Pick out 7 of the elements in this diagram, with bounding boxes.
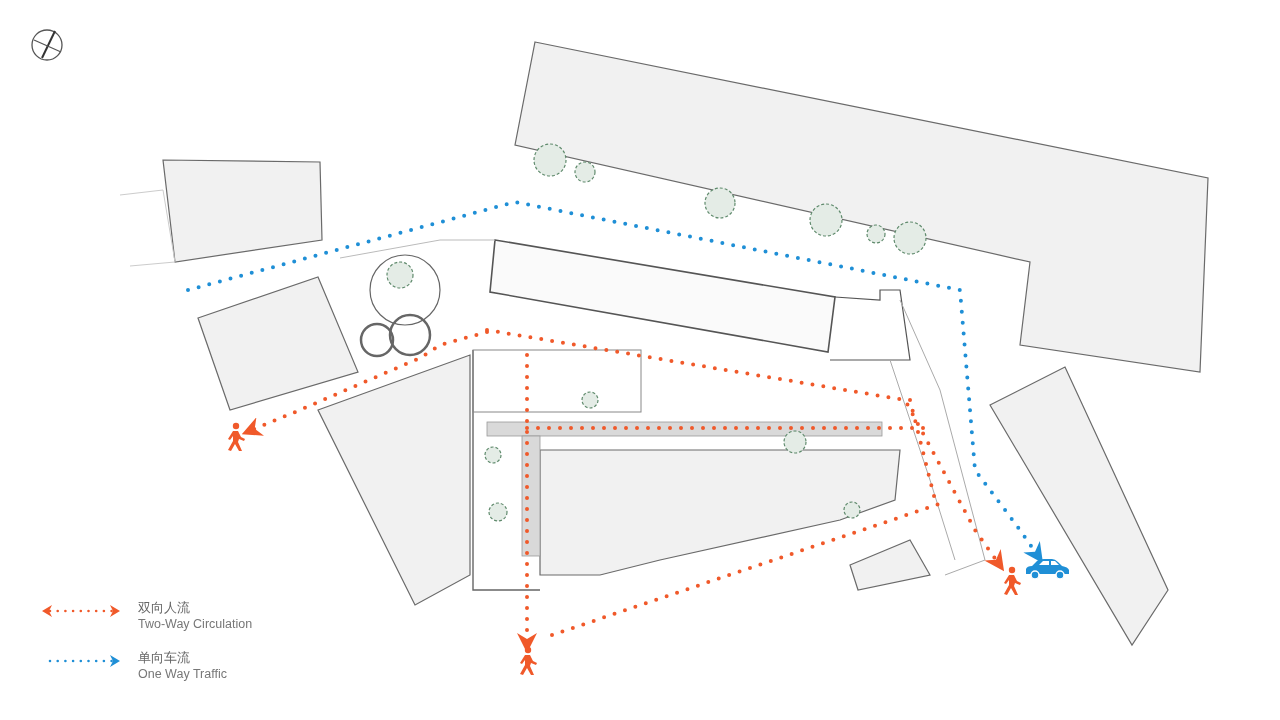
legend-text: 双向人流 — [138, 601, 190, 616]
car-icon — [1024, 558, 1070, 580]
legend-text: One Way Traffic — [138, 667, 227, 682]
legend-text: 单向车流 — [138, 651, 190, 666]
legend-text: Two-Way Circulation — [138, 617, 253, 632]
circulation-arrow — [485, 328, 1005, 572]
circulation-arrow — [241, 330, 489, 436]
